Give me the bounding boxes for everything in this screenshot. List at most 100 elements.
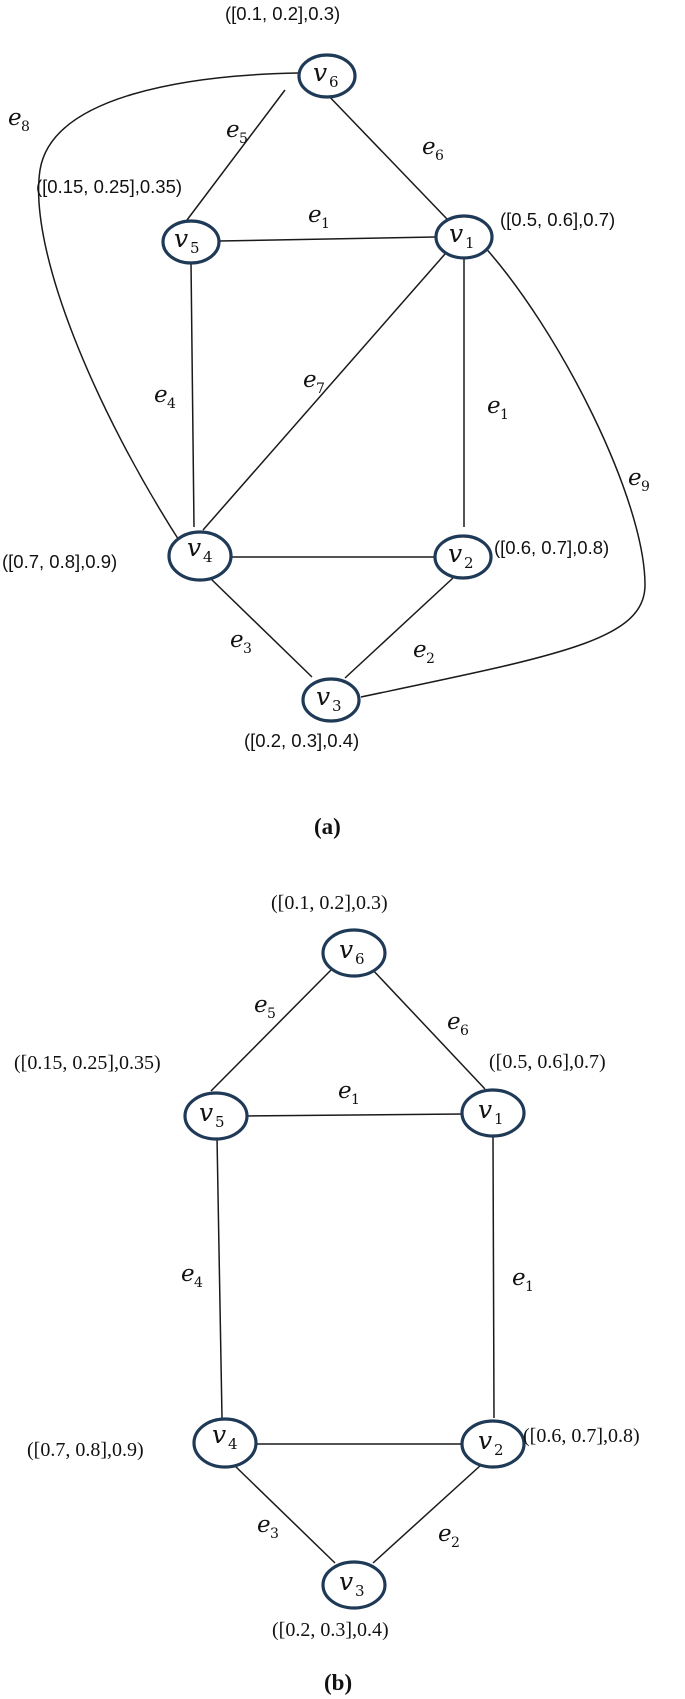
annot-v6: ([0.1, 0.2],0.3): [225, 3, 340, 24]
edge-label-e7: e 7: [303, 367, 325, 397]
svg-text:9: 9: [641, 479, 650, 495]
svg-text:4: 4: [167, 396, 176, 412]
node-v5: v 5: [161, 219, 221, 265]
node-b-v5-label: v: [199, 1098, 213, 1127]
svg-text:e: e: [154, 382, 168, 408]
node-v4-sub: 4: [203, 548, 213, 566]
svg-text:e: e: [413, 637, 427, 663]
svg-text:e: e: [338, 1078, 352, 1104]
svg-text:e: e: [8, 105, 22, 131]
edge-label-e3: e 3: [230, 627, 252, 657]
edge-e8: [37, 72, 299, 546]
annot-b-v3: ([0.2, 0.3],0.4): [272, 1619, 389, 1641]
edge-e7: [202, 253, 446, 531]
svg-text:e: e: [422, 134, 436, 160]
edge-e2: [344, 577, 454, 679]
edge-label-e4: e 4: [154, 382, 176, 412]
node-v6-label: v: [313, 58, 327, 87]
annot-v5: ([0.15, 0.25],0.35): [36, 176, 182, 197]
node-b-v4: v 4: [192, 1417, 258, 1469]
svg-text:8: 8: [21, 119, 30, 135]
annot-b-v5: ([0.15, 0.25],0.35): [14, 1052, 161, 1074]
edge-b-e3: [233, 1464, 336, 1564]
node-b-v5-sub: 5: [215, 1113, 225, 1131]
node-v2: v 2: [433, 534, 493, 580]
edge-label-e8: e 8: [8, 105, 30, 135]
svg-text:e: e: [487, 393, 501, 419]
node-v5-sub: 5: [190, 239, 200, 257]
node-v3-label: v: [316, 682, 330, 711]
svg-text:e: e: [303, 367, 317, 393]
edge-e5: [186, 89, 286, 221]
svg-text:e: e: [254, 992, 268, 1018]
annot-b-v4: ([0.7, 0.8],0.9): [27, 1439, 144, 1461]
edge-label-e1-right: e 1: [487, 393, 509, 423]
node-b-v2-sub: 2: [494, 1441, 504, 1459]
annot-b-v6: ([0.1, 0.2],0.3): [271, 892, 388, 914]
node-v6-sub: 6: [329, 73, 339, 91]
svg-text:e: e: [628, 465, 642, 491]
svg-text:4: 4: [194, 1275, 203, 1291]
svg-text:e: e: [447, 1009, 461, 1035]
svg-text:3: 3: [270, 1526, 279, 1542]
svg-text:e: e: [230, 627, 244, 653]
node-b-v3-label: v: [339, 1567, 353, 1596]
svg-text:2: 2: [426, 651, 435, 667]
node-v1: v 1: [434, 214, 494, 260]
caption-a: (a): [314, 814, 341, 839]
svg-text:e: e: [512, 1265, 526, 1291]
node-b-v1: v 1: [460, 1088, 526, 1138]
edge-label-b-e1-right: e 1: [512, 1265, 534, 1295]
node-v2-label: v: [448, 539, 462, 568]
annot-v2: ([0.6, 0.7],0.8): [494, 537, 609, 558]
edge-b-e1-right: [492, 1136, 495, 1419]
node-b-v2-label: v: [478, 1426, 492, 1455]
svg-text:e: e: [438, 1521, 452, 1547]
svg-text:5: 5: [267, 1006, 276, 1022]
node-v6: v 6: [297, 53, 357, 99]
node-v4-label: v: [187, 533, 201, 562]
node-b-v6-label: v: [339, 935, 353, 964]
annot-v4: ([0.7, 0.8],0.9): [2, 551, 117, 572]
svg-text:1: 1: [321, 216, 330, 232]
edge-b-e5: [210, 967, 334, 1092]
annot-v3: ([0.2, 0.3],0.4): [244, 730, 359, 751]
edge-e3: [208, 576, 313, 678]
edge-label-e5: e 5: [226, 117, 248, 147]
node-b-v2: v 2: [460, 1419, 526, 1469]
caption-b: (b): [324, 1670, 352, 1695]
annot-v1: ([0.5, 0.6],0.7): [500, 209, 615, 230]
svg-text:1: 1: [351, 1092, 360, 1108]
node-v3-sub: 3: [332, 697, 342, 715]
edge-e9: [360, 243, 646, 698]
edge-label-b-e5: e 5: [254, 992, 276, 1022]
node-b-v4-label: v: [212, 1420, 226, 1449]
svg-text:1: 1: [500, 407, 509, 423]
svg-text:e: e: [181, 1261, 195, 1287]
panel-b: v 6 v 5 v 1 v 4 v 2 v 3 ([0.1, 0.2: [14, 892, 640, 1695]
svg-text:2: 2: [451, 1535, 460, 1551]
svg-text:5: 5: [239, 131, 248, 147]
node-v1-label: v: [449, 219, 463, 248]
edge-label-e1-top: e 1: [308, 202, 330, 232]
svg-text:e: e: [308, 202, 322, 228]
edge-e1-top: [218, 236, 436, 242]
node-v4: v 4: [167, 530, 233, 582]
edge-e4: [190, 261, 195, 528]
svg-text:1: 1: [525, 1279, 534, 1295]
edge-label-b-e3: e 3: [257, 1512, 279, 1542]
node-v5-label: v: [174, 224, 188, 253]
edge-b-e4: [216, 1136, 223, 1419]
node-v3: v 3: [301, 677, 361, 723]
node-b-v6-sub: 6: [355, 950, 365, 968]
node-b-v3-sub: 3: [355, 1582, 365, 1600]
node-v2-sub: 2: [464, 554, 474, 572]
svg-text:7: 7: [316, 381, 325, 397]
node-b-v4-sub: 4: [228, 1435, 238, 1453]
node-b-v3: v 3: [321, 1560, 387, 1610]
edge-b-e1-top: [245, 1113, 464, 1117]
edge-b-e6: [370, 967, 486, 1090]
edge-label-e2: e 2: [413, 637, 435, 667]
edge-label-e6: e 6: [422, 134, 444, 164]
